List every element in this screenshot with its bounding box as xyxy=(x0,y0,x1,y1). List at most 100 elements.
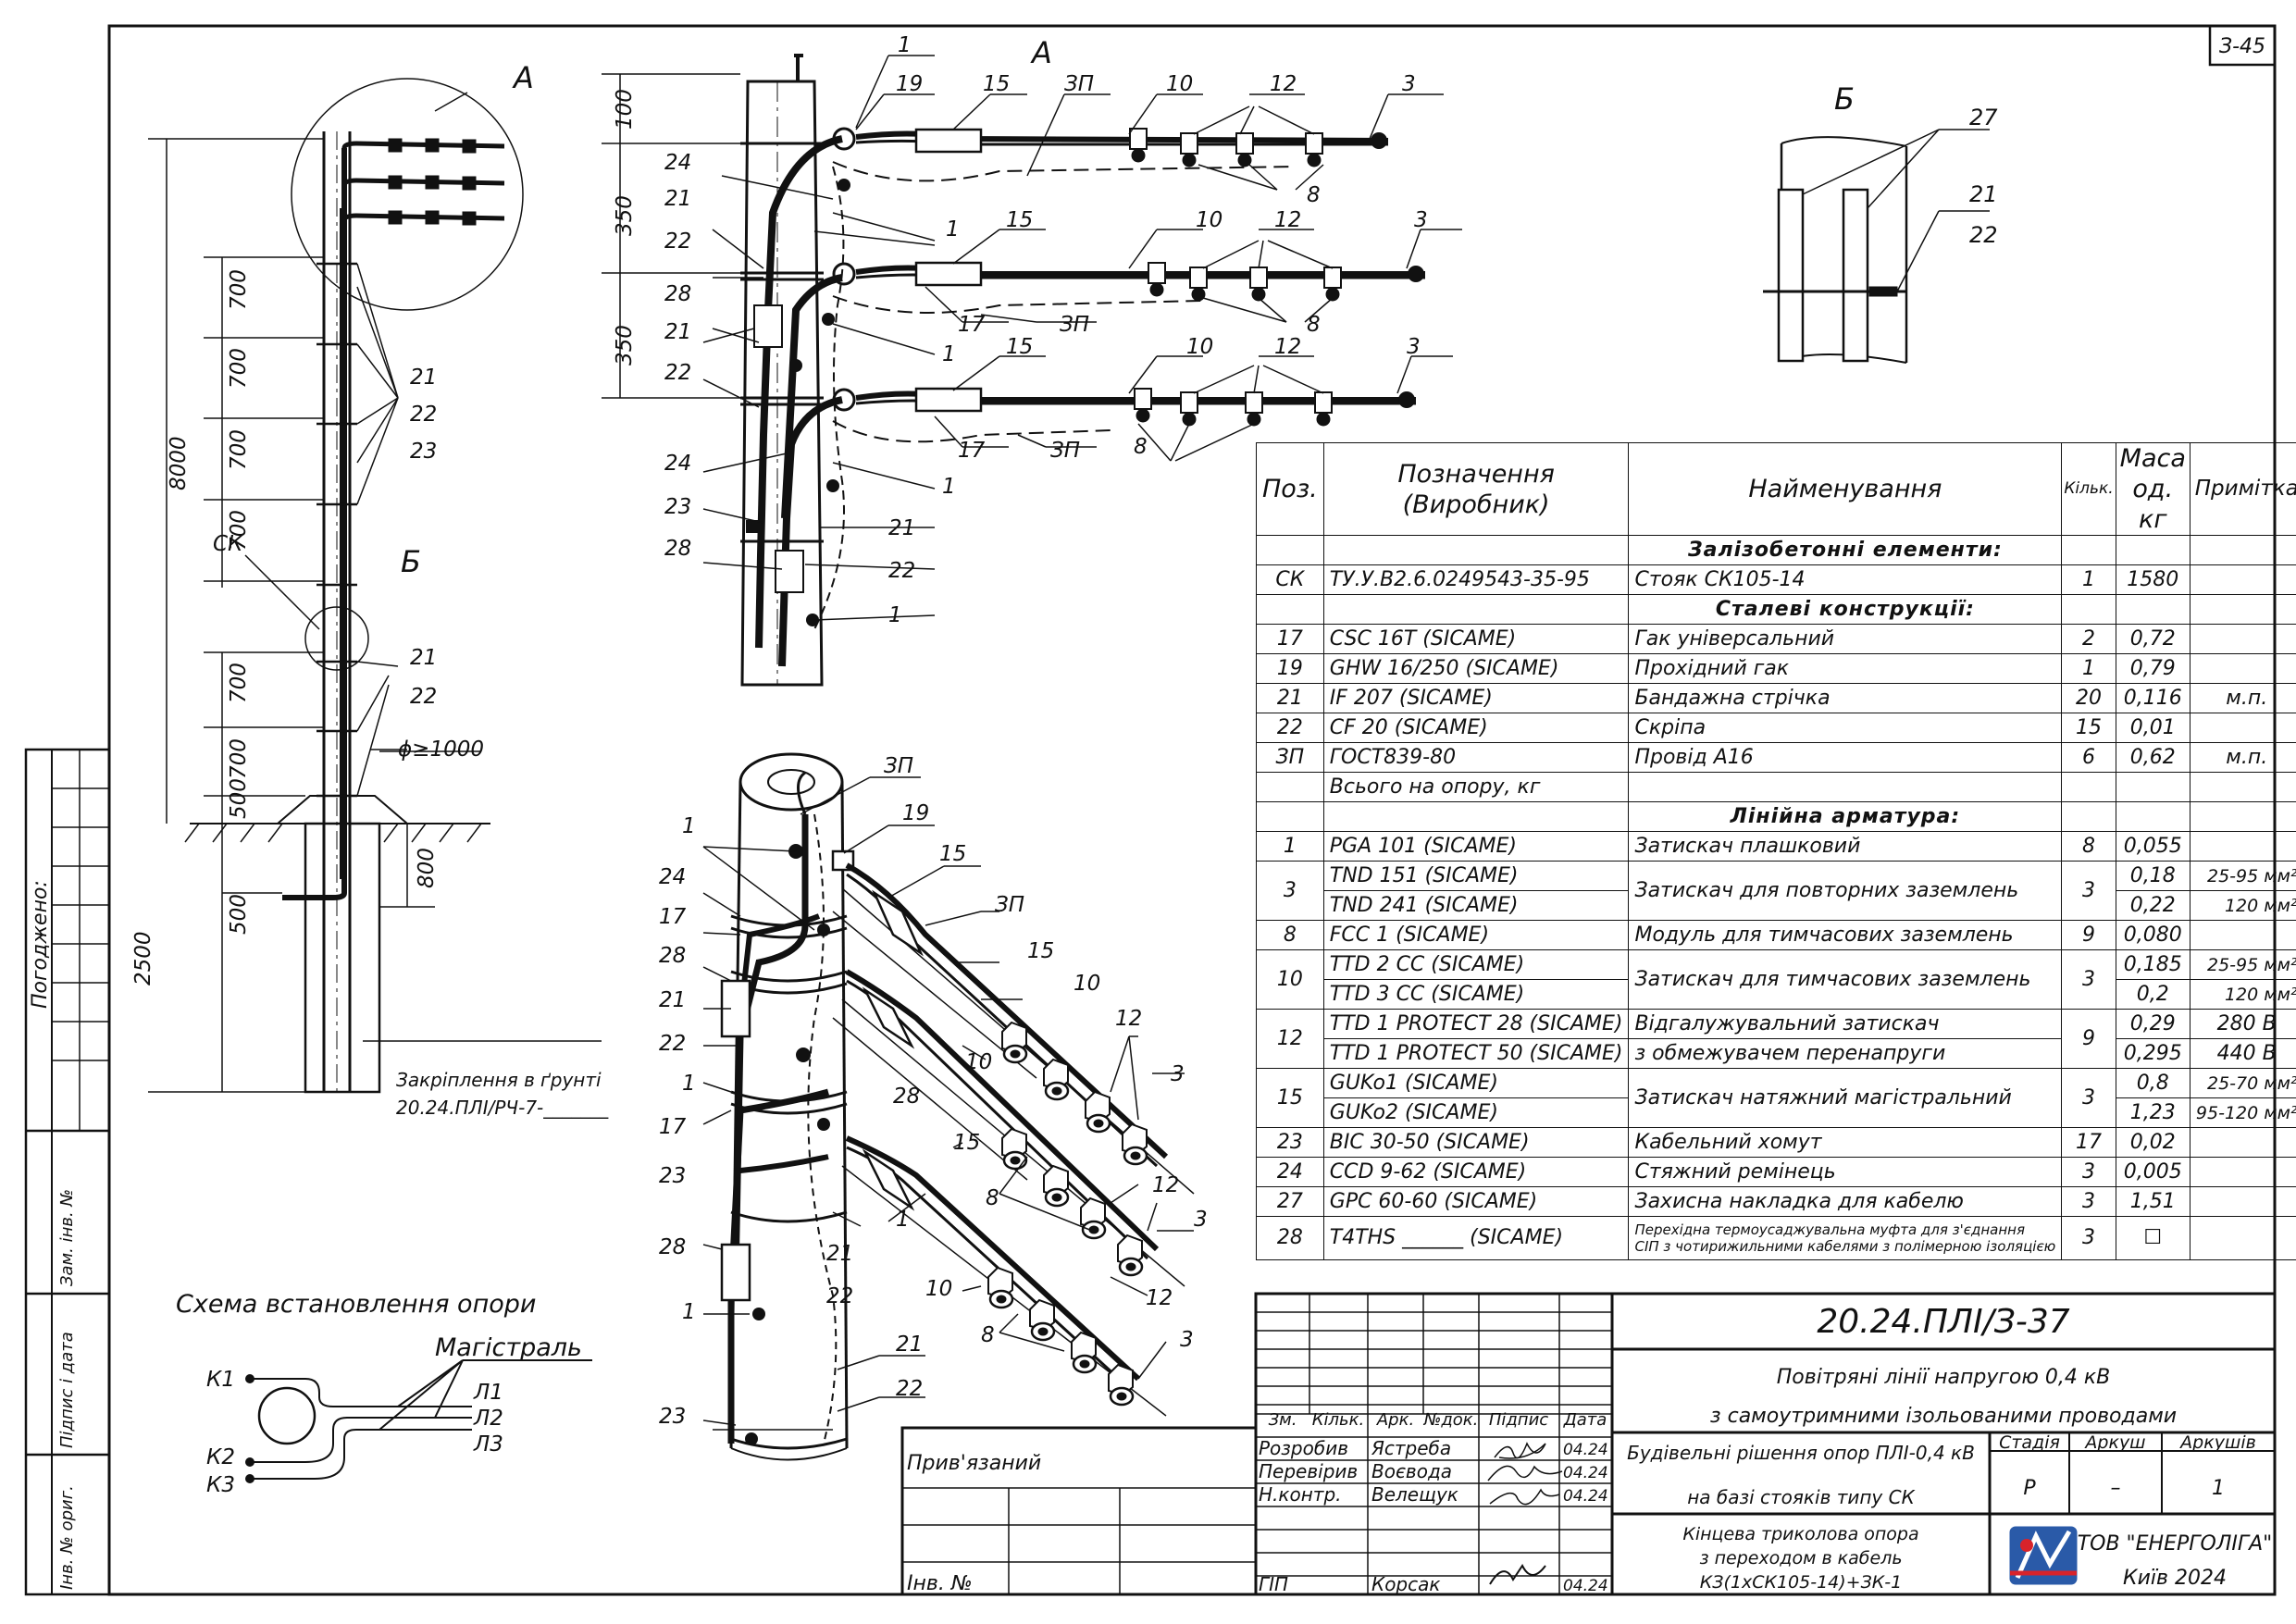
svg-text:1: 1 xyxy=(682,1072,696,1096)
tb-sheets-h: Аркушів xyxy=(2178,1432,2256,1453)
dim-500-2: 500 xyxy=(227,894,251,935)
detail-b: Б xyxy=(1763,81,1990,364)
svg-text:21: 21 xyxy=(888,516,915,540)
svg-text:10: 10 xyxy=(1166,72,1193,96)
scheme-k1: К1 xyxy=(206,1368,235,1392)
tb-stage: Р xyxy=(2023,1477,2036,1500)
svg-text:12: 12 xyxy=(1274,208,1301,232)
svg-text:ЗП: ЗП xyxy=(1064,72,1094,96)
svg-text:15: 15 xyxy=(1006,208,1033,232)
svg-text:22: 22 xyxy=(888,559,915,583)
svg-text:12: 12 xyxy=(1152,1173,1179,1197)
scheme-k2: К2 xyxy=(206,1445,235,1469)
tb-role-3: Н.контр. xyxy=(1259,1483,1342,1506)
tb-line2: з самоутримними ізольованими проводами xyxy=(1710,1405,2177,1428)
tb-col-doc: №док. xyxy=(1423,1410,1479,1430)
svg-text:21: 21 xyxy=(664,187,691,211)
tb-company: ТОВ "ЕНЕРГОЛІГА" xyxy=(2078,1532,2273,1556)
svg-text:ЗП: ЗП xyxy=(1060,313,1089,337)
svg-text:17: 17 xyxy=(958,313,986,337)
sec-fittings: Лінійна арматура: xyxy=(1628,801,2063,832)
tb-date-2: 04.24 xyxy=(1563,1464,1608,1482)
svg-text:23: 23 xyxy=(659,1405,686,1429)
label-23a: 23 xyxy=(410,440,437,464)
detail-a-title: А xyxy=(1030,35,1052,70)
svg-text:22: 22 xyxy=(664,229,691,254)
tb-sub1: Будівельні рішення опор ПЛІ-0,4 кВ xyxy=(1627,1442,1975,1464)
svg-text:17: 17 xyxy=(659,1115,687,1139)
scheme-k3: К3 xyxy=(206,1473,235,1497)
hdr-pos: Поз. xyxy=(1256,442,1324,536)
tb-col-sign: Підпис xyxy=(1489,1410,1548,1430)
dim-500-1: 500 xyxy=(227,778,251,819)
sec-concrete: Залізобетонні елементи: xyxy=(1628,535,2063,565)
sheet-tag: З-45 xyxy=(2219,35,2265,58)
svg-text:21: 21 xyxy=(659,988,686,1012)
scheme-l1: Л1 xyxy=(473,1381,503,1405)
svg-text:15: 15 xyxy=(953,1131,980,1155)
detail-b-title: Б xyxy=(1834,81,1855,117)
tb-city: Київ 2024 xyxy=(2123,1567,2227,1590)
label-21a: 21 xyxy=(410,366,437,390)
svg-text:1: 1 xyxy=(682,814,696,838)
svg-text:ЗП: ЗП xyxy=(1050,439,1080,463)
svg-text:ЗП: ЗП xyxy=(995,893,1024,917)
view-a-marker: А xyxy=(512,60,534,95)
svg-text:1: 1 xyxy=(682,1300,696,1324)
tb-col-ark: Арк. xyxy=(1376,1410,1414,1430)
svg-text:12: 12 xyxy=(1274,335,1301,359)
svg-text:15: 15 xyxy=(1027,939,1054,963)
svg-text:15: 15 xyxy=(1006,335,1033,359)
svg-text:21: 21 xyxy=(1969,181,1998,207)
ground-note-1: Закріплення в ґрунті xyxy=(396,1069,602,1091)
installation-scheme xyxy=(245,1359,592,1483)
tb-tied: Прив'язаний xyxy=(907,1452,1041,1475)
hdr-name: Найменування xyxy=(1628,442,2063,536)
svg-text:10: 10 xyxy=(965,1050,992,1074)
tb-sub2: на базі стояків типу СК xyxy=(1687,1486,1915,1508)
svg-text:ЗП: ЗП xyxy=(884,754,913,778)
svg-text:8: 8 xyxy=(1134,435,1148,459)
scheme-title: Схема встановлення опори xyxy=(176,1290,536,1319)
svg-text:350: 350 xyxy=(613,325,637,366)
svg-text:100: 100 xyxy=(613,89,637,130)
sec-steel: Сталеві конструкції: xyxy=(1628,594,2063,625)
tb-dn-1: Кінцева триколова опора xyxy=(1682,1524,1918,1544)
svg-text:21: 21 xyxy=(826,1242,853,1266)
svg-text:12: 12 xyxy=(1115,1007,1142,1031)
tb-line1: Повітряні лінії напругою 0,4 кВ xyxy=(1777,1366,2111,1389)
svg-text:19: 19 xyxy=(902,801,929,825)
svg-text:350: 350 xyxy=(613,195,637,236)
svg-text:22: 22 xyxy=(1969,222,1998,248)
svg-text:12: 12 xyxy=(1146,1286,1173,1310)
hdr-designation: Позначення (Виробник) xyxy=(1322,442,1630,536)
svg-text:1: 1 xyxy=(946,217,960,242)
stamp-zam: Зам. інв. № xyxy=(57,1189,77,1286)
tb-name-4: Корсак xyxy=(1371,1573,1440,1595)
pole-elevation xyxy=(148,78,602,1094)
svg-text:23: 23 xyxy=(659,1164,686,1188)
svg-text:12: 12 xyxy=(1270,72,1297,96)
dim-800: 800 xyxy=(415,848,439,888)
svg-text:1: 1 xyxy=(888,603,902,627)
label-22b: 22 xyxy=(410,685,437,709)
svg-text:8: 8 xyxy=(1307,183,1321,207)
title-block-grid xyxy=(900,1292,2277,1596)
svg-text:19: 19 xyxy=(896,72,923,96)
svg-text:8: 8 xyxy=(981,1323,995,1347)
svg-text:3: 3 xyxy=(1194,1208,1208,1232)
svg-text:24: 24 xyxy=(664,151,691,175)
tb-col-zm: Зм. xyxy=(1269,1410,1297,1430)
svg-text:28: 28 xyxy=(893,1085,920,1109)
